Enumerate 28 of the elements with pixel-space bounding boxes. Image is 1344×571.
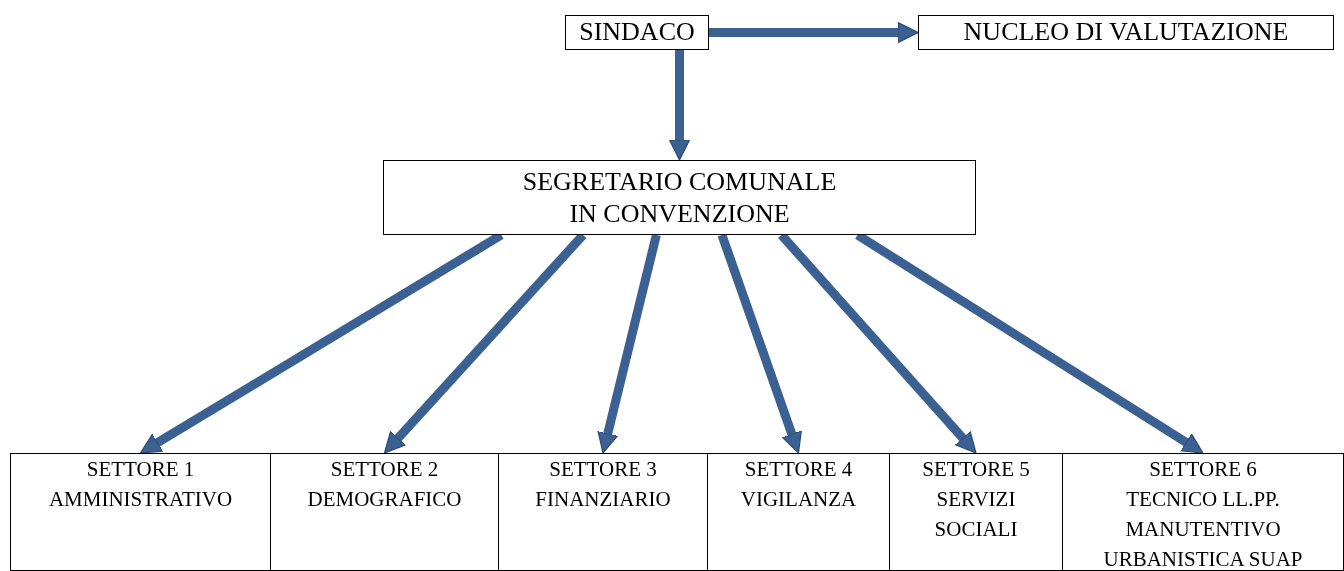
sector-cell xyxy=(498,453,708,571)
box-title: SETTORE 3 xyxy=(548,456,658,483)
box-title: SETTORE 5 xyxy=(921,456,1031,483)
block-arrow xyxy=(717,233,802,454)
box-subtitle: AMMINISTRATIVO xyxy=(47,486,234,513)
box-title: NUCLEO DI VALUTAZIONE xyxy=(963,17,1289,46)
box-subtitle: TECNICO LL.PP. MANUTENTIVO URBANISTICA SUAP xyxy=(1102,486,1304,571)
sector-cell xyxy=(707,453,890,571)
box-title: SETTORE 4 xyxy=(743,456,854,483)
box-subtitle: SERVIZI SOCIALI xyxy=(933,486,1019,543)
org-box xyxy=(918,15,1334,50)
block-arrow xyxy=(709,21,919,44)
sector-cell xyxy=(889,453,1063,571)
sector-cell xyxy=(10,453,271,571)
box-title: SINDACO xyxy=(579,17,695,46)
org-box xyxy=(383,160,976,235)
box-subtitle: DEMOGRAFICO xyxy=(306,486,463,513)
box-title: SETTORE 6 xyxy=(1148,456,1258,483)
org-box xyxy=(565,15,709,50)
block-arrow xyxy=(597,233,661,454)
box-title: SEGRETARIO COMUNALE IN CONVENZIONE xyxy=(521,165,838,230)
block-arrow xyxy=(668,50,691,161)
sector-cell xyxy=(270,453,499,571)
box-subtitle: VIGILANZA xyxy=(739,486,858,513)
box-subtitle: FINANZIARIO xyxy=(534,486,672,513)
box-title: SETTORE 1 xyxy=(85,456,196,483)
sector-cell xyxy=(1062,453,1344,571)
box-title: SETTORE 2 xyxy=(329,456,440,483)
